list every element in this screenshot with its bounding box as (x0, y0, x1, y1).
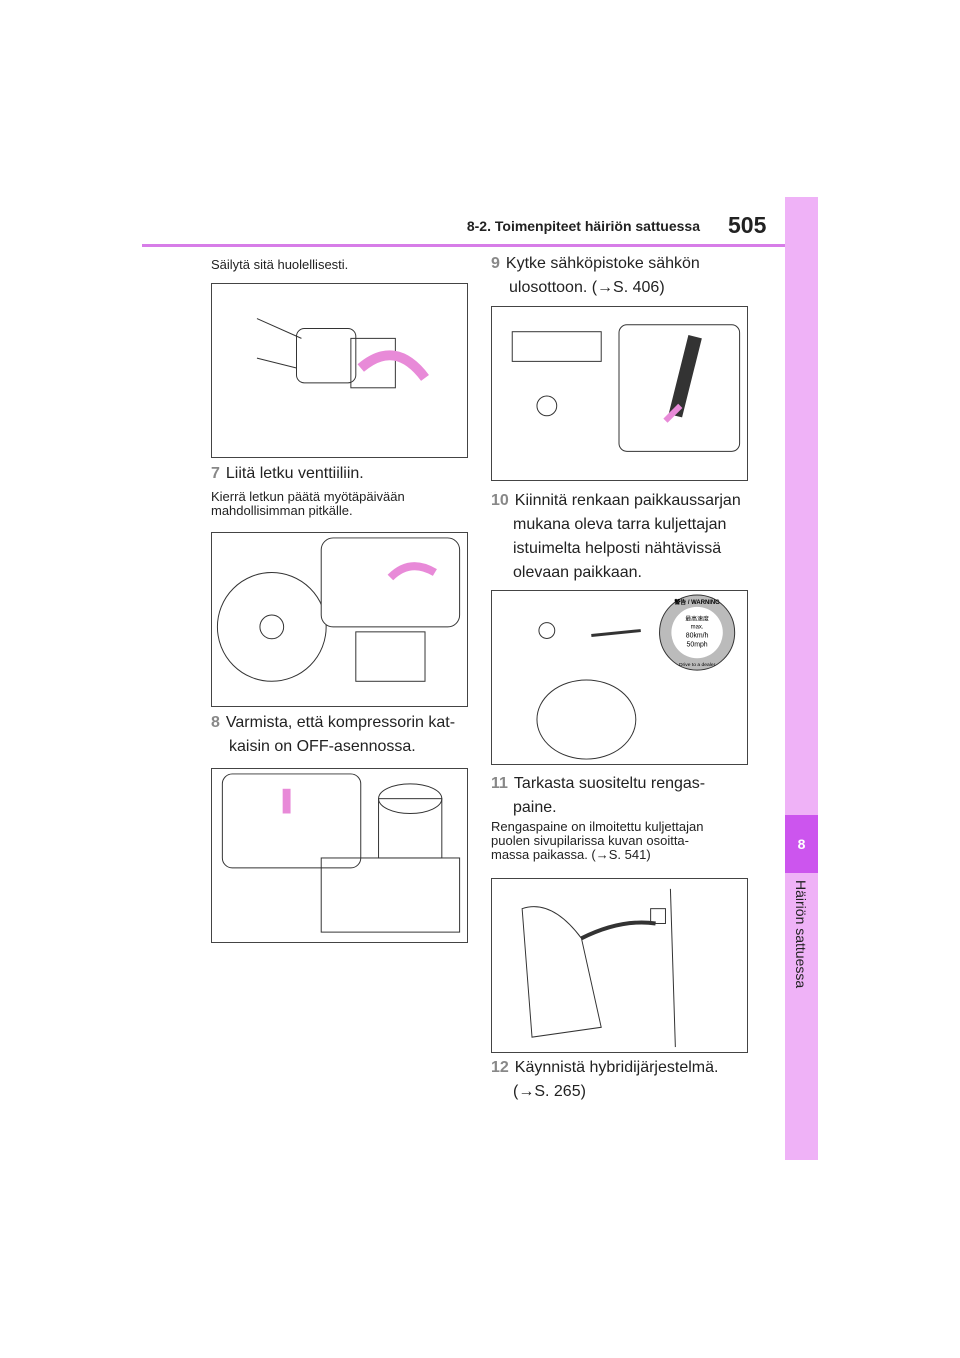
chapter-label: Häiriön sattuessa (785, 880, 818, 1000)
chapter-label-text: Häiriön sattuessa (793, 880, 809, 989)
step-7-note: Kierrä letkun päätä myötäpäivään mahdoll… (211, 489, 405, 518)
sticker-max: max. (691, 625, 704, 631)
figure-door-pillar (491, 878, 748, 1053)
figure-warning-sticker: 最高速度 max. 80km/h 50mph 警告 / WARNING Driv… (491, 590, 748, 765)
side-tab (785, 197, 818, 1160)
chapter-number: 8 (785, 815, 818, 873)
sticker-jp: 最高速度 (685, 615, 709, 623)
figure-hose-cap (211, 283, 468, 458)
sticker-bottom: Drive to a dealer (679, 662, 716, 668)
page-number: 505 (728, 212, 767, 238)
section-title: 8-2. Toimenpiteet häiriön sattuessa (466, 218, 700, 234)
header-divider (142, 244, 785, 247)
sticker-kmh: 80km/h (686, 632, 709, 639)
sticker-mph: 50mph (687, 641, 708, 648)
figure-power-outlet (491, 306, 748, 481)
figure-compressor-switch (211, 768, 468, 943)
figure-hose-valve (211, 532, 468, 707)
sticker-title: 警告 / WARNING (673, 598, 720, 606)
intro-text: Säilytä sitä huolellisesti. (211, 257, 349, 272)
